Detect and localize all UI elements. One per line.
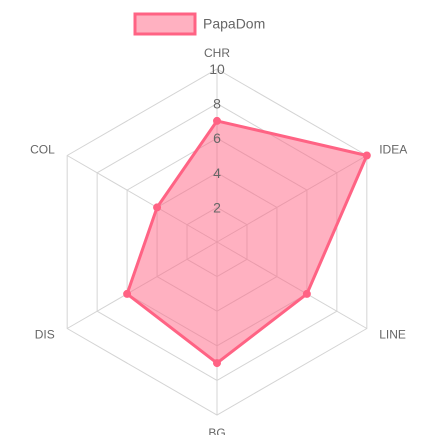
tick-label-8: 8 (213, 96, 221, 112)
tick-label-2: 2 (213, 199, 221, 215)
data-point-chr[interactable] (213, 116, 221, 125)
series-area-papadom (125, 119, 369, 365)
series-layer (123, 116, 371, 368)
axis-label-line: LINE (379, 328, 406, 342)
tick-label-10: 10 (209, 61, 225, 77)
axis-label-idea: IDEA (379, 143, 407, 157)
axis-label-bg: BG (208, 426, 225, 435)
data-point-idea[interactable] (362, 151, 371, 160)
axis-label-dis: DIS (35, 328, 55, 342)
data-point-col[interactable] (153, 203, 162, 212)
legend[interactable]: PapaDom (133, 12, 265, 36)
axis-labels: CHR IDEA LINE BG DIS COL (30, 46, 407, 435)
data-point-line[interactable] (302, 289, 311, 298)
tick-label-6: 6 (213, 130, 221, 146)
legend-label-papadom[interactable]: PapaDom (203, 16, 265, 32)
tick-label-4: 4 (213, 165, 221, 181)
legend-swatch[interactable] (133, 12, 197, 36)
data-point-bg[interactable] (213, 359, 221, 368)
data-point-dis[interactable] (123, 289, 132, 298)
axis-label-col: COL (30, 143, 55, 157)
tick-labels: 2 4 6 8 10 (209, 61, 225, 215)
axis-label-chr: CHR (204, 46, 230, 60)
